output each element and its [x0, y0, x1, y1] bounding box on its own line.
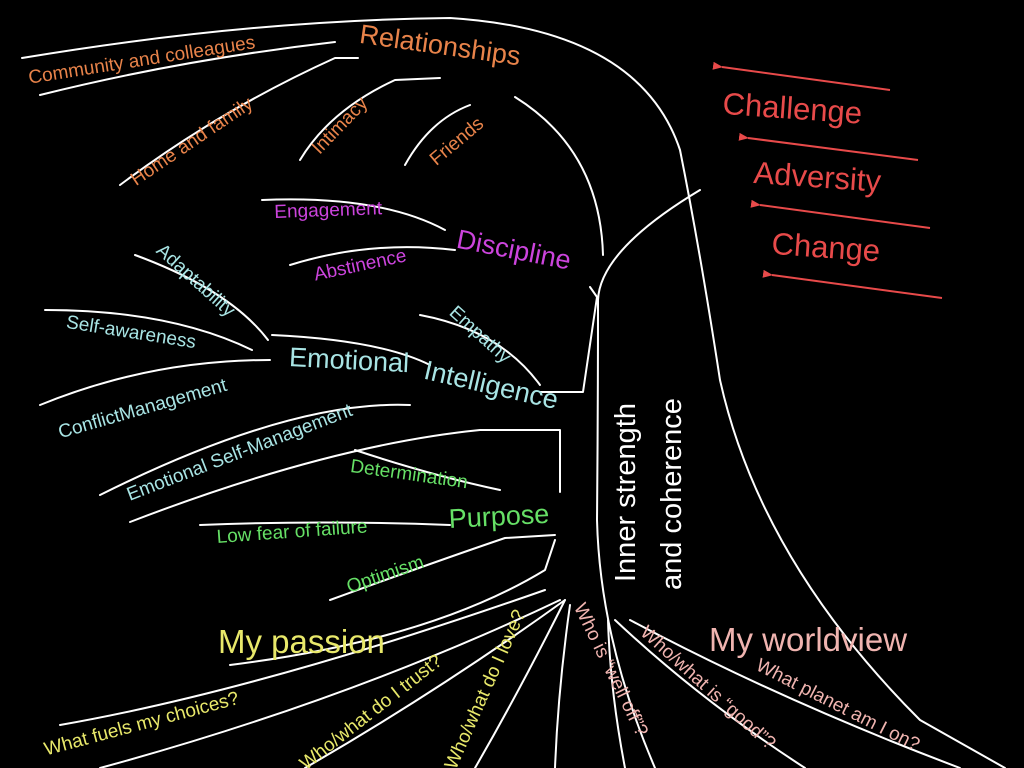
trunk-inner-line	[596, 189, 701, 768]
root-center	[554, 604, 571, 768]
root-fuels-lower	[99, 599, 561, 768]
branch-conflict-management	[39, 359, 271, 406]
challenge-arrow	[712, 61, 891, 91]
branch-friends	[404, 104, 471, 166]
branch-label-engagement: Engagement	[274, 198, 383, 223]
worldview-title: My worldview	[709, 621, 908, 658]
branch-home-family	[119, 57, 359, 186]
ei-title-part1: Emotional	[288, 342, 410, 379]
branch-community	[39, 41, 336, 96]
change-arrow	[750, 199, 931, 229]
branch-passion-join	[229, 539, 556, 666]
passion-title: My passion	[218, 623, 385, 660]
change-arrow-lower	[762, 269, 943, 299]
root-good	[614, 619, 806, 768]
branch-emotional-self-mgmt-low	[129, 429, 561, 523]
branch-abstinence	[289, 246, 456, 266]
root-planet	[629, 619, 961, 768]
root-trust	[304, 599, 566, 768]
branch-engagement	[261, 198, 446, 231]
branch-empathy	[419, 314, 541, 386]
adversity-arrow	[738, 132, 919, 161]
root-love	[474, 599, 566, 768]
branch-discipline-box	[539, 286, 598, 393]
trunk-outer-line	[21, 17, 1006, 768]
root-fuels	[59, 589, 546, 726]
force-label-change: Change	[770, 226, 882, 269]
branch-ei-join	[271, 334, 431, 366]
branch-self-awareness	[44, 309, 253, 351]
branch-optimism	[329, 534, 556, 601]
trunk-label-line1: Inner strength	[610, 403, 642, 582]
branch-determination	[354, 449, 501, 491]
branch-emotional-self-mgmt	[99, 403, 411, 496]
branch-intimacy	[299, 77, 441, 161]
branch-adaptability	[134, 254, 269, 341]
root-well-off	[607, 619, 626, 768]
trunk-label-line2: and coherence	[656, 398, 688, 590]
branch-relationships-arc	[514, 96, 604, 256]
branch-low-fear	[199, 521, 451, 526]
purpose-title: Purpose	[448, 498, 551, 534]
